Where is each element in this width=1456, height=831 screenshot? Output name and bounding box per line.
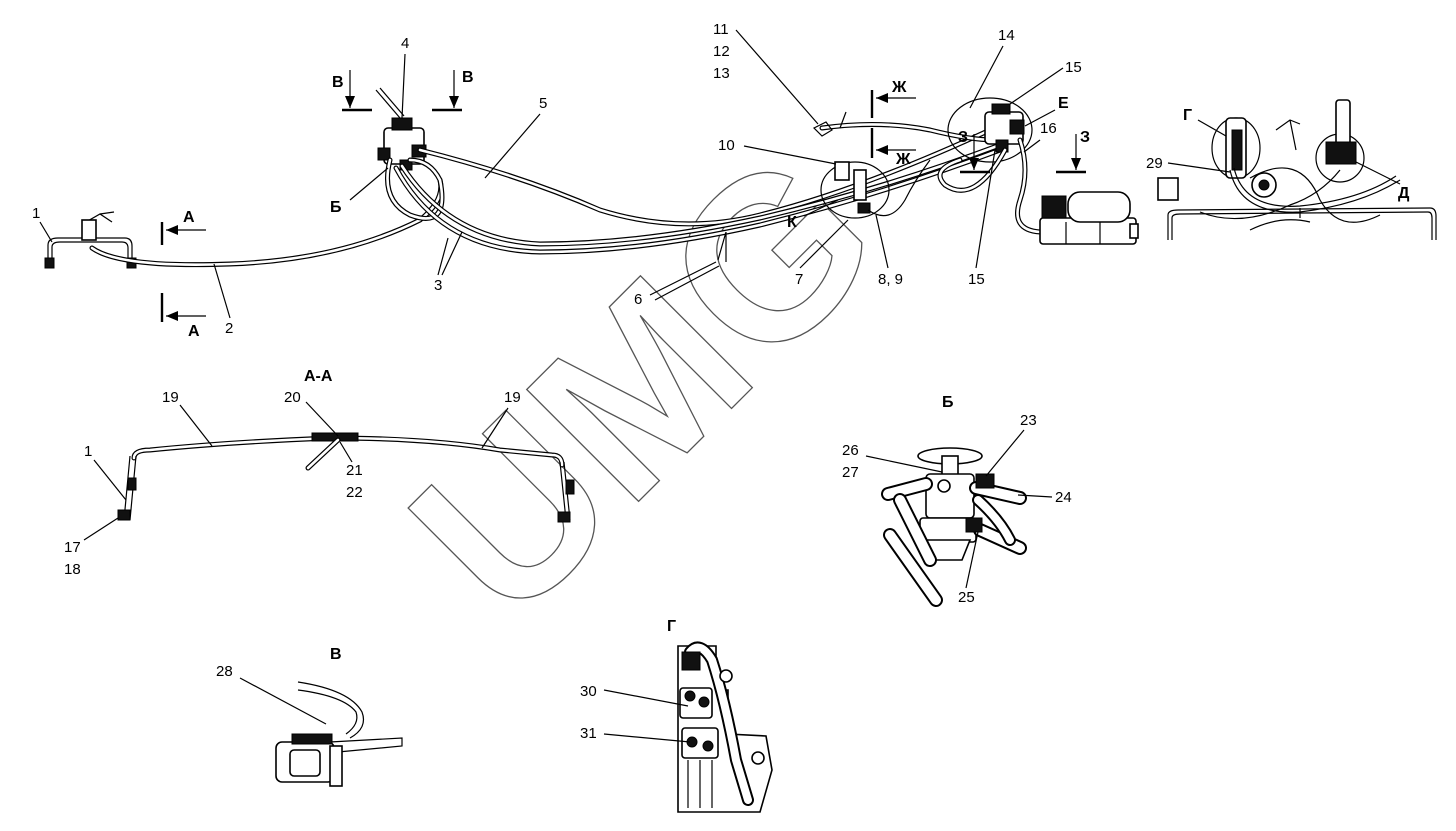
- mark-z-right: З: [1080, 129, 1090, 146]
- mark-a-bottom: А: [188, 323, 200, 340]
- right-subassembly: Г Д: [1157, 99, 1437, 240]
- callout-13: 13: [713, 65, 730, 82]
- callout-7: 7: [795, 271, 803, 288]
- callout-23: 23: [1020, 412, 1037, 429]
- left-fitting-a: [44, 257, 55, 269]
- mark-d: Д: [1398, 185, 1410, 202]
- fitting-11: [812, 121, 833, 137]
- callout-8-9: 8, 9: [878, 271, 903, 288]
- view-b: Б 23 24 25 26 27: [842, 394, 1072, 607]
- lever-6: [717, 231, 727, 262]
- section-marks: А А В В Б К Ж Ж З: [160, 69, 1090, 340]
- mark-k: К: [787, 214, 797, 231]
- callout-19-left: 19: [162, 389, 179, 406]
- mark-z-left: З: [958, 129, 968, 146]
- mark-e: Е: [1058, 95, 1069, 112]
- callout-15-top: 15: [1065, 59, 1082, 76]
- callout-18: 18: [64, 561, 81, 578]
- k-bracket: [820, 159, 931, 219]
- view-g-title: Г: [667, 618, 676, 635]
- left-valve-handle: [99, 211, 115, 215]
- watermark-text: UMG: [363, 103, 924, 664]
- right-valve: [937, 97, 1043, 235]
- view-g: Г 30 31: [580, 618, 773, 813]
- main-assembly: [44, 87, 1139, 301]
- callout-15-bottom: 15: [968, 271, 985, 288]
- callout-28: 28: [216, 663, 233, 680]
- callout-24: 24: [1055, 489, 1072, 506]
- mark-b: Б: [330, 199, 342, 216]
- left-valve: [81, 219, 97, 241]
- callout-6: 6: [634, 291, 642, 308]
- view-v-title: В: [330, 646, 342, 663]
- callout-16: 16: [1040, 120, 1057, 137]
- callout-1: 1: [32, 205, 40, 222]
- mark-zh-top: Ж: [891, 79, 907, 96]
- callout-3: 3: [434, 277, 442, 294]
- mark-zh-bottom: Ж: [895, 151, 911, 168]
- callout-21: 21: [346, 462, 363, 479]
- callout-25: 25: [958, 589, 975, 606]
- watermark-outline: UMG: [363, 103, 925, 665]
- callout-1-section: 1: [84, 443, 92, 460]
- lever-6-rod: [649, 261, 720, 301]
- view-b-title: Б: [942, 394, 954, 411]
- callout-11: 11: [713, 21, 729, 38]
- callout-17: 17: [64, 539, 81, 556]
- callout-10: 10: [718, 137, 735, 154]
- callout-14: 14: [998, 27, 1015, 44]
- callout-20: 20: [284, 389, 301, 406]
- callout-12: 12: [713, 43, 730, 60]
- section-aa-view: А-А 19 19 20 21 22 1 17 18: [64, 368, 575, 578]
- mark-v-left: В: [332, 74, 344, 91]
- view-v: В 28: [216, 646, 403, 787]
- brake-cylinder: [1039, 191, 1139, 245]
- callout-22: 22: [346, 484, 363, 501]
- left-bracket-inner: [51, 241, 129, 268]
- callout-29: 29: [1146, 155, 1163, 172]
- mark-g: Г: [1183, 107, 1192, 124]
- callout-31: 31: [580, 725, 597, 742]
- callout-27: 27: [842, 464, 859, 481]
- callout-2: 2: [225, 320, 233, 337]
- mark-v-right: В: [462, 69, 474, 86]
- central-valve: [375, 87, 427, 171]
- main-callouts: 1 2 3 4 5 6 7 8, 9 10 11 12 13 14 15 16 …: [32, 21, 1231, 337]
- callout-26: 26: [842, 442, 859, 459]
- callout-19-right: 19: [504, 389, 521, 406]
- callout-30: 30: [580, 683, 597, 700]
- callout-4: 4: [401, 35, 409, 52]
- mark-a-top: А: [183, 209, 195, 226]
- section-aa-title: А-А: [304, 368, 333, 385]
- callout-5: 5: [539, 95, 547, 112]
